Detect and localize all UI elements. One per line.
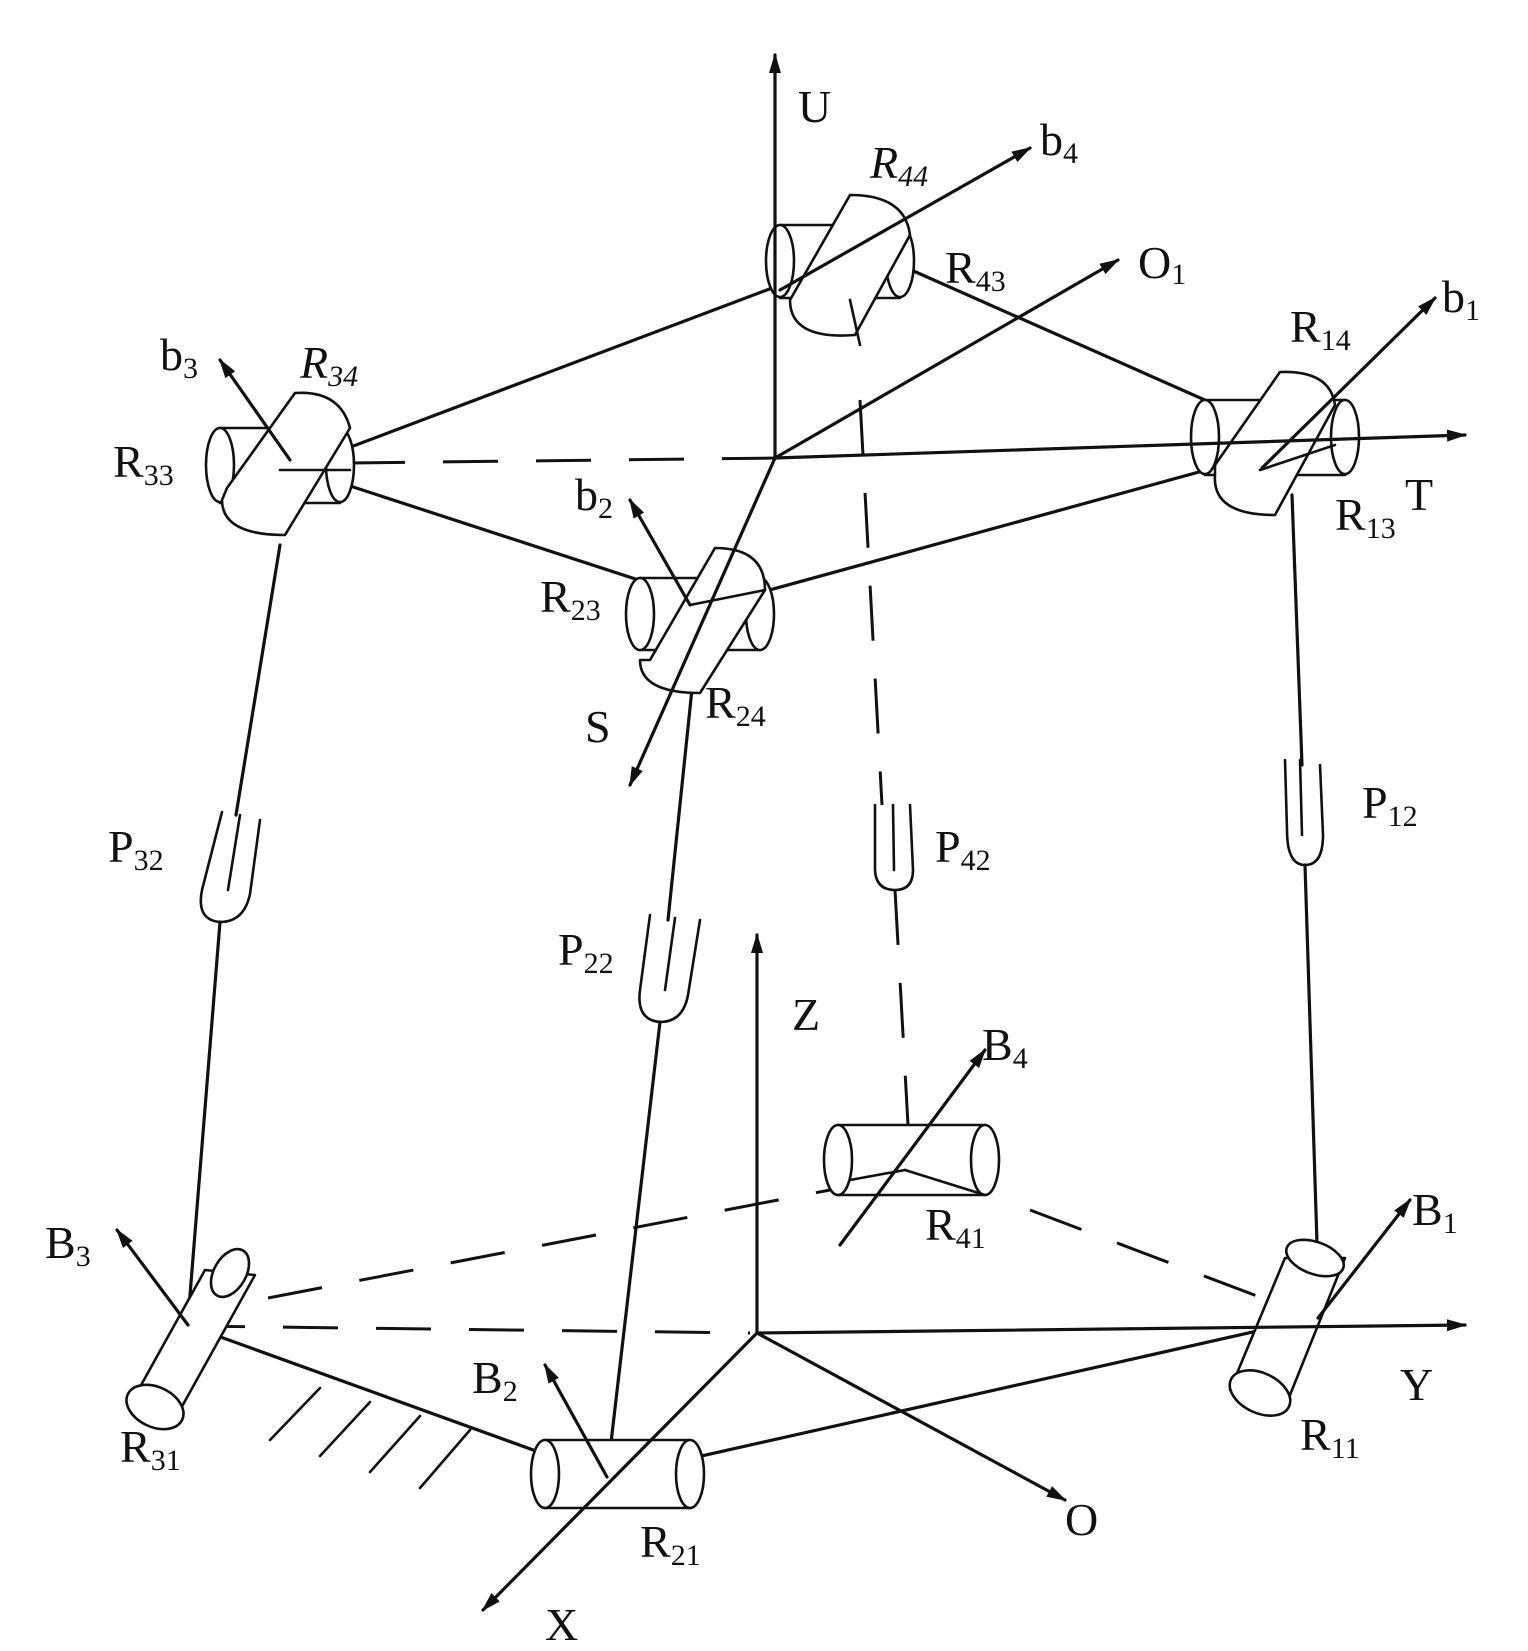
label-R14: R14 [1290,301,1351,357]
label-Z: Z [792,989,820,1040]
joint-R41 [822,1123,1001,1197]
joint-R34 [220,391,352,537]
label-B4: B4 [982,1019,1028,1075]
label-O: O [1065,1494,1098,1545]
label-R11: R11 [1300,1409,1360,1465]
label-Y: Y [1400,1359,1433,1410]
label-R23: R23 [540,571,601,627]
static-frame-axes [481,933,1467,1612]
label-R13: R13 [1335,489,1396,545]
label-P32: P32 [108,821,164,877]
label-R41: R41 [925,1199,986,1255]
label-b3: b3 [160,329,198,385]
joint-R31 [125,1247,257,1431]
label-S: S [585,701,611,752]
leg-2 [605,658,702,1479]
labels: U T S O1 Z Y X O b1 b2 b3 b4 B1 B2 B3 B4… [45,81,1480,1650]
joint-R14 [1213,370,1337,517]
joint-R44 [788,193,912,337]
base-platform [188,1188,1317,1479]
label-R24: R24 [705,677,766,733]
leg-1 [1283,493,1325,1277]
label-b2: b2 [575,469,613,525]
label-R33: R33 [113,436,174,492]
moving-frame-axes [628,53,1467,787]
label-P22: P22 [558,924,614,980]
label-b1: b1 [1442,271,1480,327]
label-P42: P42 [935,821,991,877]
leg-4 [858,399,915,1126]
label-b4: b4 [1040,114,1078,170]
label-U: U [798,81,831,132]
label-B3: B3 [45,1217,91,1273]
label-R43: R43 [945,242,1006,298]
label-P12: P12 [1362,777,1418,833]
label-B2: B2 [472,1352,518,1408]
label-X: X [545,1599,578,1650]
direction-vectors [115,146,1437,1479]
label-O1: O1 [1138,237,1186,291]
label-R34: R34 [299,337,358,393]
label-B1: B1 [1412,1184,1458,1240]
ground-hatching [268,1386,472,1490]
label-R21: R21 [640,1516,701,1572]
label-R44: R44 [869,137,928,193]
label-T: T [1405,469,1433,520]
joint-axis-lines [278,298,1337,1197]
leg-3 [186,543,282,1322]
label-R31: R31 [120,1421,181,1477]
